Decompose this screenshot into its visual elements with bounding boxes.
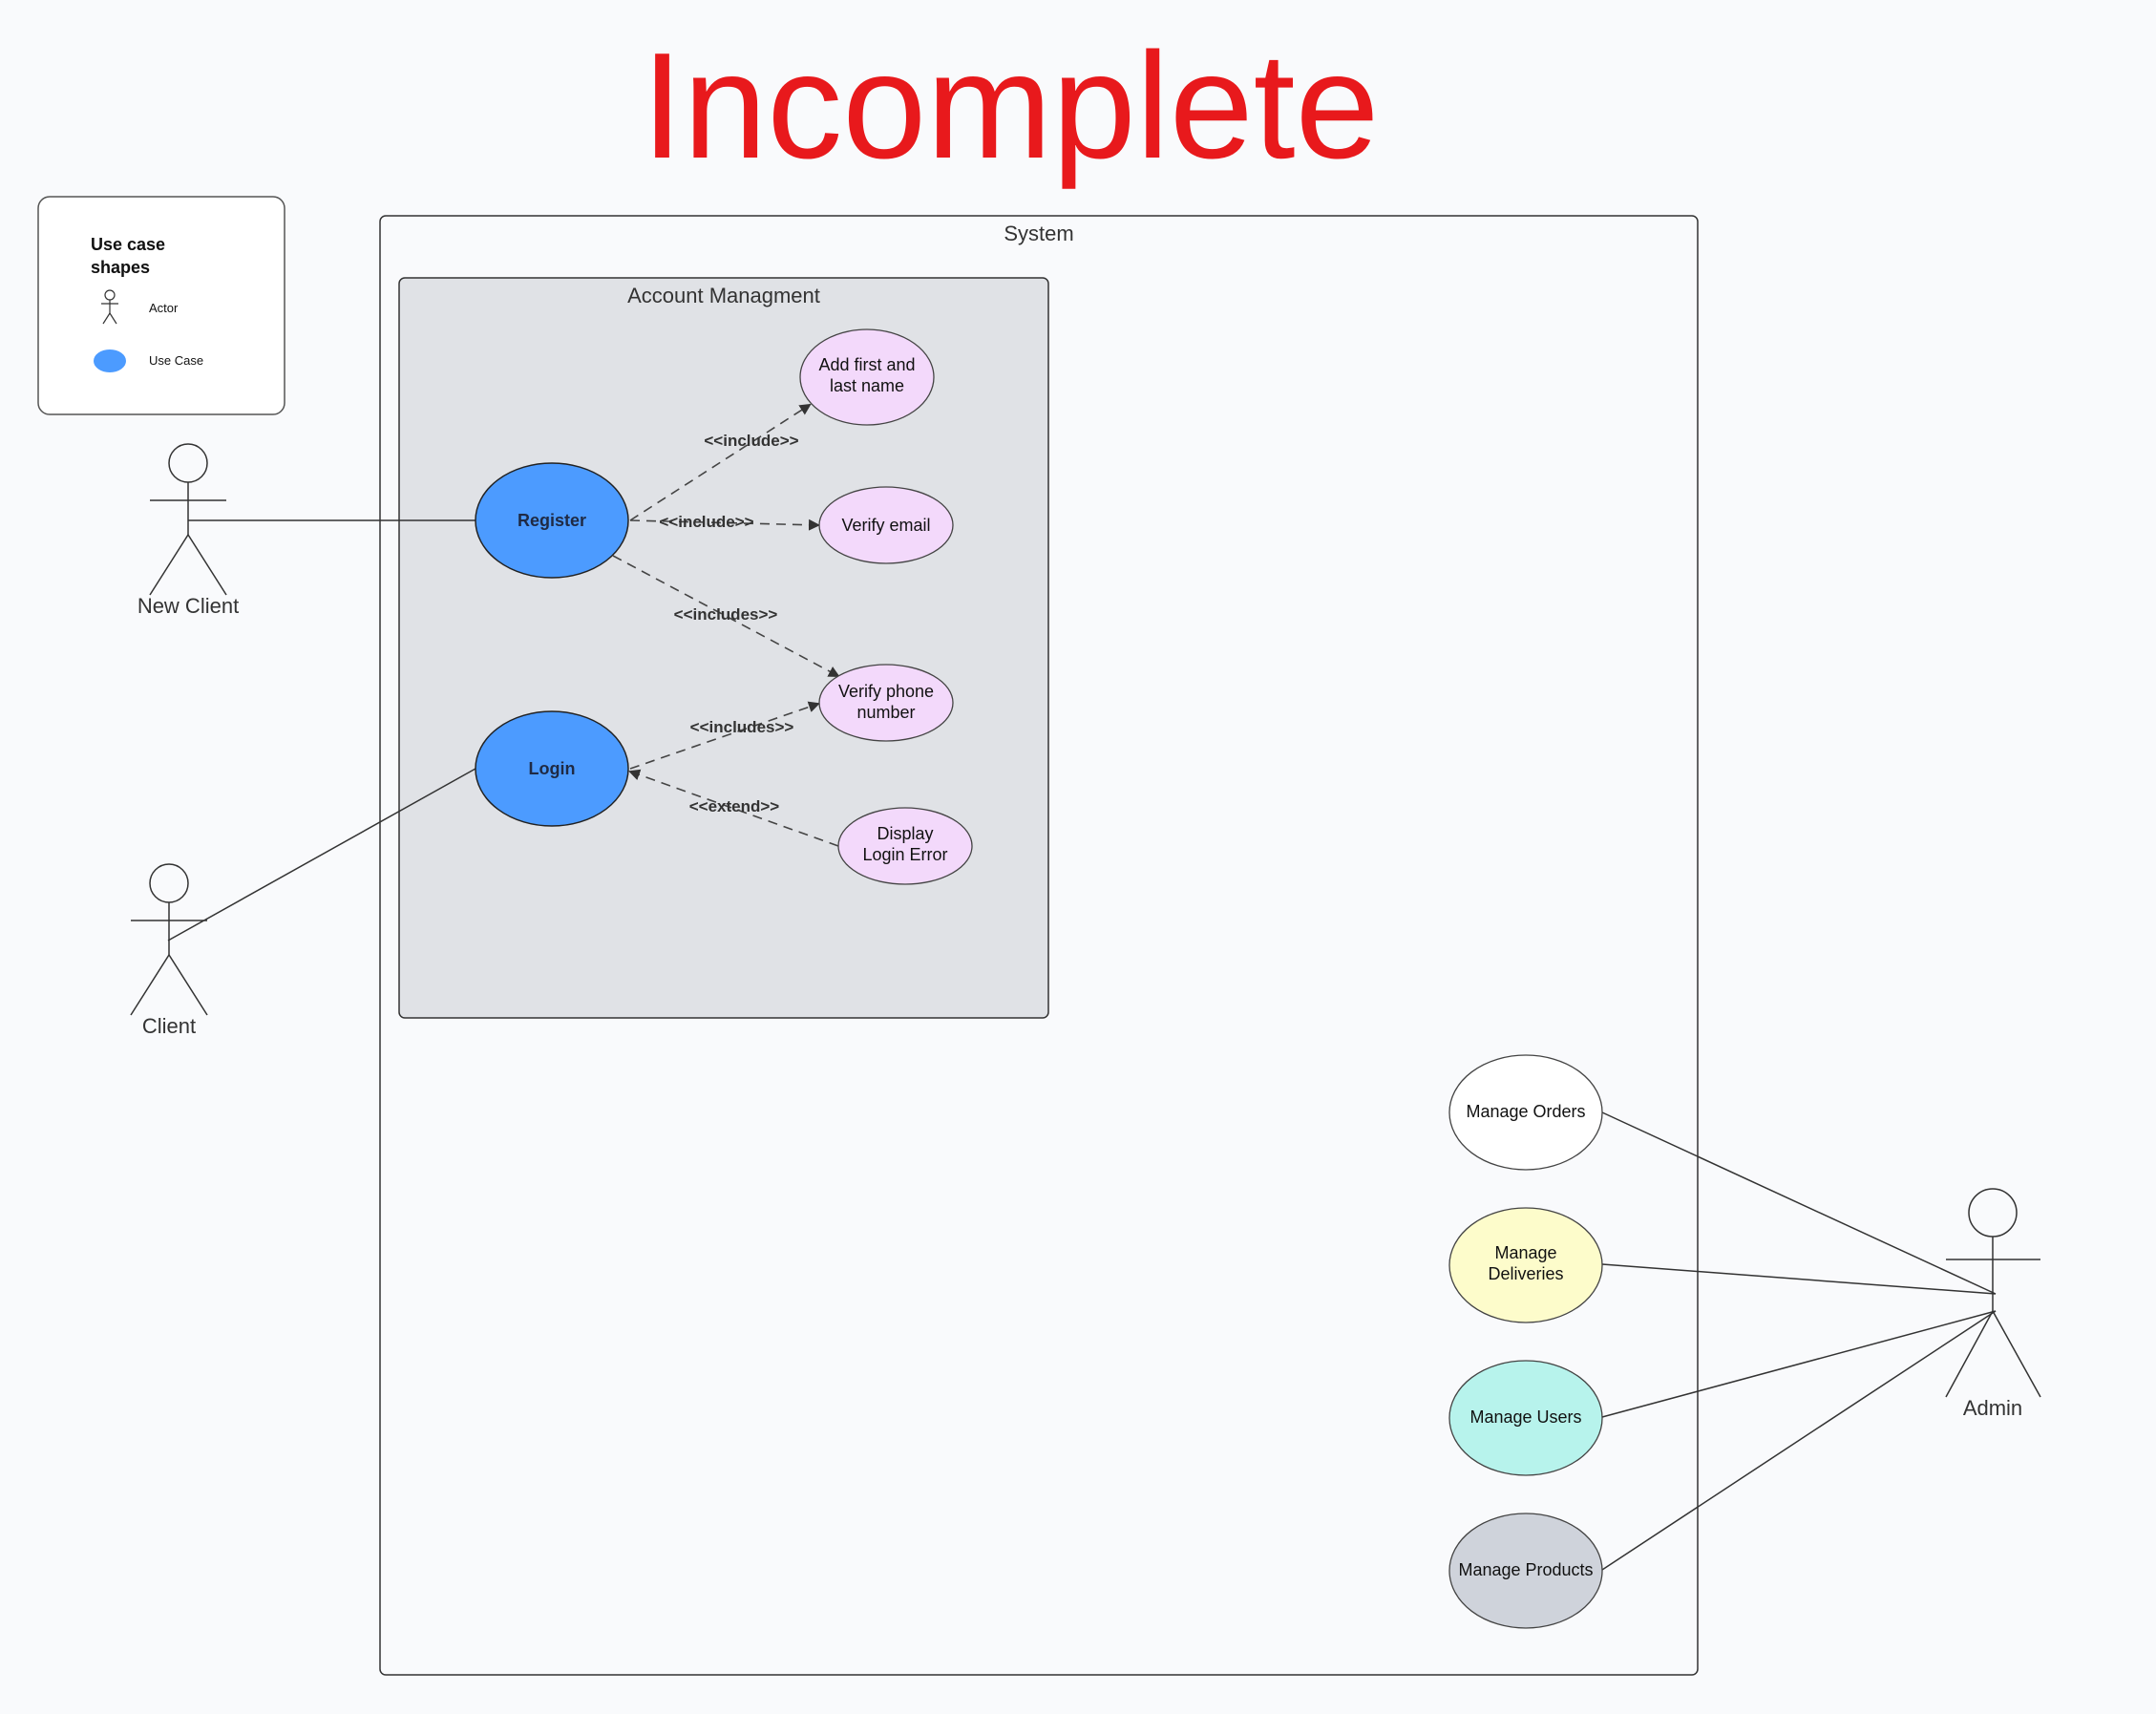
usecase-manage-orders-label: Manage Orders	[1466, 1102, 1585, 1121]
relation-register-add-name	[629, 403, 812, 521]
association-admin-products	[1601, 1310, 1997, 1571]
association-admin-deliveries	[1601, 1263, 1997, 1295]
usecase-manage-deliveries-label-line2: Deliveries	[1488, 1264, 1563, 1283]
account-management-group: Account Managment	[398, 277, 1049, 1019]
admin-figure-icon	[1945, 1188, 2041, 1398]
relation-label-login-verify-phone: <<includes>>	[690, 718, 794, 736]
usecase-manage-users[interactable]: Manage Users	[1448, 1360, 1603, 1476]
association-client-login	[167, 768, 476, 942]
usecase-manage-products-label: Manage Products	[1458, 1560, 1593, 1579]
legend-usecase-icon	[94, 349, 126, 372]
usecase-add-first-last-name[interactable]: Add first and last name	[799, 328, 935, 426]
usecase-verify-phone-number[interactable]: Verify phone number	[818, 664, 954, 742]
legend-actor-icon	[101, 289, 118, 325]
relation-label-register-verify-email: <<include>>	[659, 513, 753, 531]
system-label: System	[1004, 222, 1073, 245]
legend-usecase-label: Use Case	[149, 353, 203, 368]
usecase-manage-orders[interactable]: Manage Orders	[1448, 1054, 1603, 1171]
association-admin-users	[1601, 1310, 1997, 1418]
usecase-verify-email-label: Verify email	[841, 516, 930, 535]
legend-title-line2: shapes	[91, 258, 150, 277]
usecase-verify-phone-label-line2: number	[856, 703, 915, 722]
relation-label-register-add-name: <<include>>	[704, 432, 798, 450]
usecase-login[interactable]: Login	[475, 710, 629, 827]
system-boundary: System	[379, 215, 1699, 1676]
usecase-manage-deliveries-label-line1: Manage	[1494, 1243, 1556, 1262]
legend-title: Use case	[91, 235, 165, 254]
actor-admin[interactable]: Admin	[1945, 1188, 2041, 1420]
usecase-display-error-label-line1: Display	[877, 824, 933, 843]
usecase-display-login-error[interactable]: Display Login Error	[837, 807, 973, 885]
association-admin-orders	[1601, 1111, 1997, 1295]
diagram-title: Incomplete	[642, 22, 1380, 190]
usecase-login-label: Login	[529, 759, 576, 778]
usecase-verify-phone-label-line1: Verify phone	[838, 682, 934, 701]
relation-label-register-verify-phone: <<includes>>	[674, 605, 778, 624]
usecase-add-name-label-line2: last name	[830, 376, 904, 395]
usecase-display-error-label-line2: Login Error	[862, 845, 947, 864]
legend-actor-label: Actor	[149, 301, 179, 315]
relation-label-error-login: <<extend>>	[689, 797, 780, 815]
usecase-manage-deliveries[interactable]: Manage Deliveries	[1448, 1207, 1603, 1323]
relation-error-login	[628, 769, 839, 847]
actor-client[interactable]: Client	[130, 863, 208, 1038]
account-management-label: Account Managment	[627, 284, 820, 307]
client-figure-icon	[130, 863, 208, 1016]
usecase-register-label: Register	[518, 511, 586, 530]
usecase-register[interactable]: Register	[475, 462, 629, 579]
actor-new-client[interactable]: New Client	[137, 443, 239, 618]
actor-new-client-label: New Client	[137, 594, 239, 618]
relation-login-verify-phone	[629, 701, 820, 770]
actor-admin-label: Admin	[1963, 1396, 2022, 1420]
relation-register-verify-phone	[612, 555, 840, 677]
new-client-figure-icon	[149, 443, 227, 596]
usecase-manage-users-label: Manage Users	[1469, 1407, 1581, 1427]
actor-client-label: Client	[142, 1014, 196, 1038]
usecase-add-name-label-line1: Add first and	[818, 355, 915, 374]
legend-panel: Use case shapes Actor Use Case	[37, 196, 285, 415]
usecase-verify-email[interactable]: Verify email	[818, 486, 954, 564]
usecase-manage-products[interactable]: Manage Products	[1448, 1513, 1603, 1629]
